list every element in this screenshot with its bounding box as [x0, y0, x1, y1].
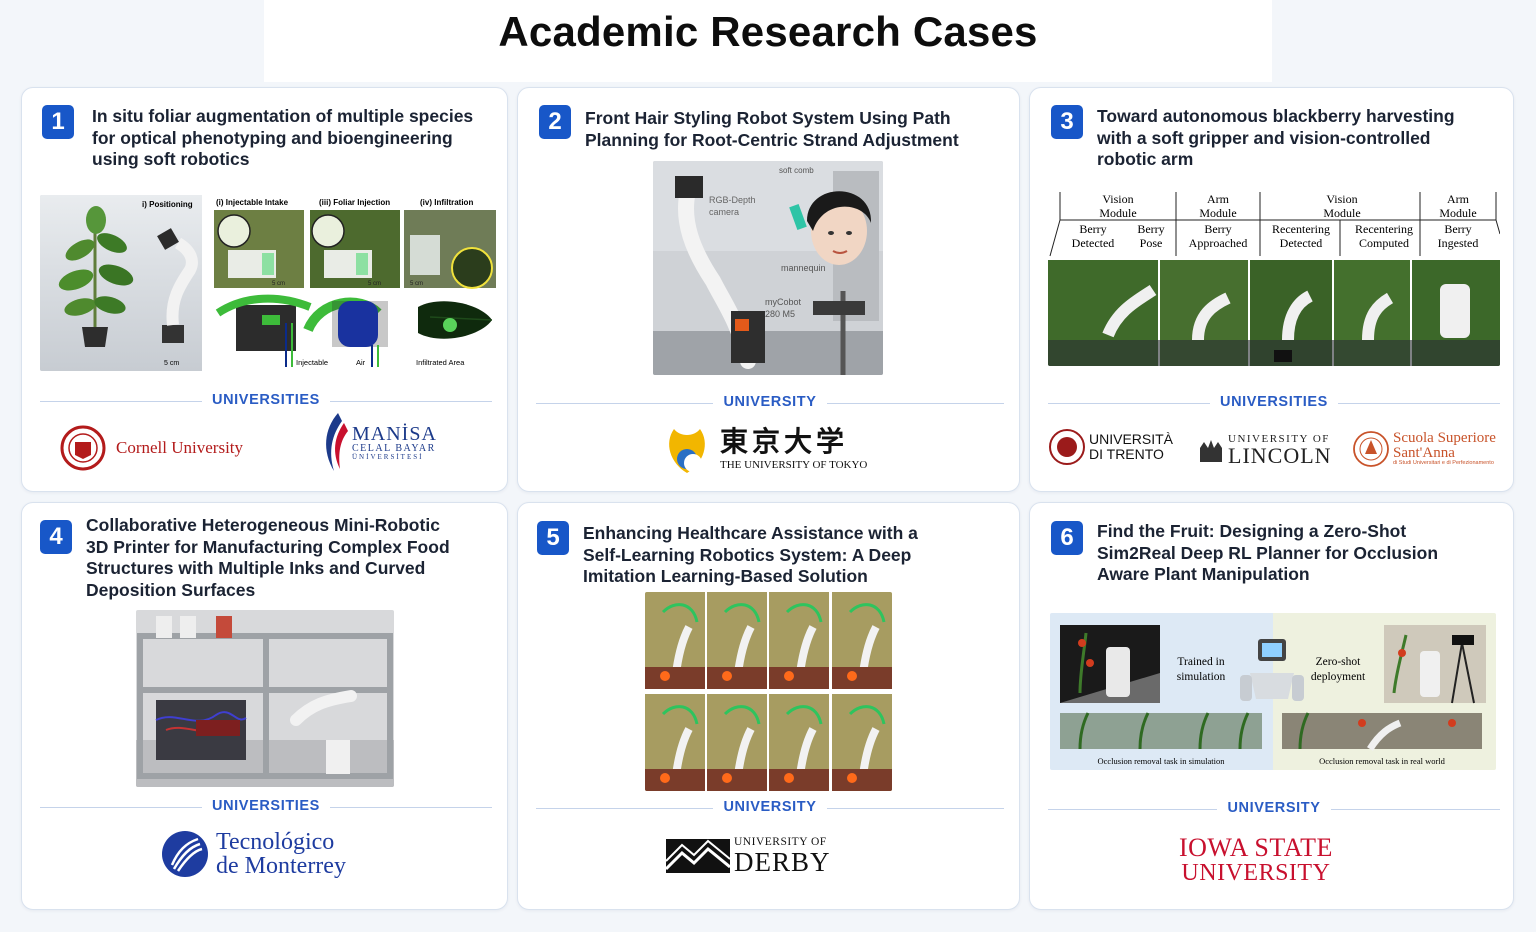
case-figure: Vision Module Arm Module Vision Module A…: [1048, 190, 1500, 366]
case-title: Front Hair Styling Robot System Using Pa…: [585, 108, 959, 150]
svg-text:Injectable: Injectable: [296, 358, 328, 367]
section-label: UNIVERSITY: [713, 799, 827, 815]
svg-text:Occlusion removal task in simu: Occlusion removal task in simulation: [1097, 756, 1225, 766]
svg-text:5 cm: 5 cm: [164, 360, 179, 367]
svg-text:Detected: Detected: [1280, 236, 1323, 250]
page-title: Academic Research Cases: [498, 8, 1038, 55]
svg-text:Berry: Berry: [1204, 222, 1231, 236]
svg-text:deployment: deployment: [1311, 671, 1366, 683]
svg-text:simulation: simulation: [1177, 671, 1226, 683]
section-divider: UNIVERSITY: [536, 799, 1004, 817]
manisa-flame-icon: [326, 413, 348, 471]
case-number-badge: 3: [1051, 105, 1083, 139]
case-card-4[interactable]: 4 Collaborative Heterogeneous Mini-Robot…: [21, 502, 508, 910]
trento-seal-icon: [1049, 429, 1085, 465]
section-divider: UNIVERSITY: [536, 394, 1004, 412]
svg-text:Recentering: Recentering: [1272, 222, 1330, 236]
case-number-badge: 5: [537, 521, 569, 555]
svg-text:camera: camera: [709, 207, 739, 217]
case-number-badge: 2: [539, 105, 571, 139]
svg-text:(iii) Foliar Injection: (iii) Foliar Injection: [319, 198, 390, 207]
university-of-lincoln-logo: UNIVERSITY OF LINCOLN: [1198, 434, 1332, 467]
svg-text:Trained in: Trained in: [1177, 656, 1224, 668]
svg-text:Berry: Berry: [1079, 222, 1106, 236]
svg-text:Infiltrated Area: Infiltrated Area: [416, 358, 465, 367]
case-card-1[interactable]: 1 In situ foliar augmentation of multipl…: [21, 87, 508, 492]
scuola-superiore-santanna-logo: Scuola Superiore Sant'Anna di Studi Univ…: [1352, 430, 1496, 468]
svg-text:Vision: Vision: [1102, 192, 1133, 206]
iowa-state-university-logo: IOWA STATE UNIVERSITY: [1179, 833, 1333, 886]
svg-text:myCobot: myCobot: [765, 297, 802, 307]
case-number-badge: 4: [40, 520, 72, 554]
cornell-university-logo: Cornell University: [60, 425, 243, 471]
svg-text:Air: Air: [356, 358, 366, 367]
svg-text:5 cm: 5 cm: [272, 281, 285, 287]
svg-text:Zero-shot: Zero-shot: [1316, 656, 1362, 668]
case-title: Collaborative Heterogeneous Mini-Robotic…: [86, 515, 450, 600]
santanna-seal-icon: [1353, 431, 1389, 467]
svg-text:mannequin: mannequin: [781, 263, 826, 273]
section-label: UNIVERSITIES: [202, 798, 330, 814]
svg-text:5 cm: 5 cm: [368, 281, 381, 287]
derby-mountains-icon: [666, 839, 730, 874]
case-figure: Trained in simulation Zero-shot deployme…: [1050, 613, 1496, 770]
section-divider: UNIVERSITY: [1048, 800, 1500, 818]
case-card-6[interactable]: 6 Find the Fruit: Designing a Zero-Shot …: [1029, 502, 1514, 910]
case-card-3[interactable]: 3 Toward autonomous blackberry harvestin…: [1029, 87, 1514, 492]
svg-text:Approached: Approached: [1189, 236, 1248, 250]
svg-text:280 M5: 280 M5: [765, 309, 795, 319]
svg-text:Arm: Arm: [1447, 192, 1470, 206]
case-number-badge: 6: [1051, 521, 1083, 555]
svg-text:Vision: Vision: [1326, 192, 1357, 206]
svg-text:Detected: Detected: [1072, 236, 1115, 250]
section-divider: UNIVERSITIES: [1048, 394, 1500, 412]
svg-text:Pose: Pose: [1140, 236, 1163, 250]
svg-text:(iv) Infiltration: (iv) Infiltration: [420, 198, 473, 207]
case-figure: [136, 610, 394, 787]
title-band: [264, 0, 1272, 82]
svg-text:Ingested: Ingested: [1438, 236, 1479, 250]
section-label: UNIVERSITY: [1217, 800, 1331, 816]
case-figure: soft comb RGB-Depth camera mannequin myC…: [653, 161, 883, 375]
section-label: UNIVERSITIES: [202, 392, 330, 408]
svg-text:Module: Module: [1099, 206, 1136, 220]
svg-text:(i) Injectable Intake: (i) Injectable Intake: [216, 198, 289, 207]
svg-text:Module: Module: [1199, 206, 1236, 220]
cornell-seal-icon: [60, 425, 106, 471]
case-title: Find the Fruit: Designing a Zero-Shot Si…: [1097, 521, 1439, 584]
svg-text:Module: Module: [1439, 206, 1476, 220]
svg-text:soft comb: soft comb: [779, 166, 814, 175]
section-divider: UNIVERSITIES: [40, 798, 492, 816]
case-figure: i) Positioning 5 cm (i) Injectable Intak…: [40, 195, 498, 371]
lincoln-crest-icon: [1200, 439, 1222, 462]
svg-text:Occlusion removal task in real: Occlusion removal task in real world: [1319, 756, 1446, 766]
svg-text:Recentering: Recentering: [1355, 222, 1413, 236]
tecnologico-de-monterrey-logo: Tecnológico de Monterrey: [160, 829, 346, 879]
svg-text:Berry: Berry: [1137, 222, 1164, 236]
section-label: UNIVERSITIES: [1210, 394, 1338, 410]
case-card-2[interactable]: 2 Front Hair Styling Robot System Using …: [517, 87, 1020, 492]
case-title: Toward autonomous blackberry harvesting …: [1097, 106, 1455, 169]
ginkgo-leaf-icon: [669, 429, 705, 473]
universita-di-trento-logo: UNIVERSITÀ DI TRENTO: [1048, 428, 1173, 466]
section-label: UNIVERSITY: [713, 394, 827, 410]
case-card-5[interactable]: 5 Enhancing Healthcare Assistance with a…: [517, 502, 1020, 910]
svg-text:Computed: Computed: [1359, 236, 1409, 250]
case-figure: [645, 592, 892, 791]
monterrey-emblem-icon: [162, 831, 208, 877]
case-title: In situ foliar augmentation of multiple …: [92, 106, 474, 169]
case-number-badge: 1: [42, 105, 74, 139]
case-title: Enhancing Healthcare Assistance with a S…: [583, 523, 918, 586]
university-of-tokyo-logo: 東京大学 THE UNIVERSITY OF TOKYO: [660, 423, 867, 477]
svg-text:Berry: Berry: [1444, 222, 1471, 236]
university-of-derby-logo: UNIVERSITY OF DERBY: [666, 836, 831, 876]
svg-text:Module: Module: [1323, 206, 1360, 220]
svg-text:RGB-Depth: RGB-Depth: [709, 195, 756, 205]
manisa-celal-bayar-logo: MANİSA CELAL BAYAR ÜNİVERSİTESİ: [320, 411, 437, 473]
section-divider: UNIVERSITIES: [40, 392, 492, 410]
svg-text:i) Positioning: i) Positioning: [142, 200, 193, 209]
svg-text:5 cm: 5 cm: [410, 281, 423, 287]
svg-text:Arm: Arm: [1207, 192, 1230, 206]
